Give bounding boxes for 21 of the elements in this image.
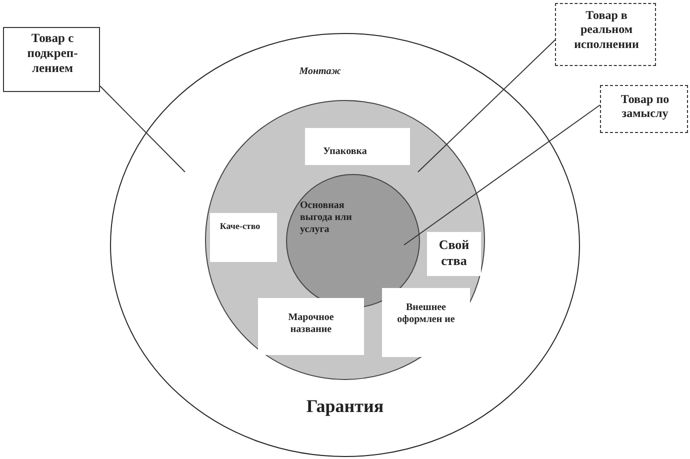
callout-box xyxy=(3,27,100,92)
ring-label: Гарантия xyxy=(305,396,385,418)
callout-text: Товар в реальном исполнении xyxy=(573,8,640,52)
feature-card xyxy=(305,128,410,165)
leader-line xyxy=(100,86,186,172)
leader-line xyxy=(418,40,556,172)
callout-box xyxy=(600,85,688,133)
ring-label: Монтаж xyxy=(298,66,342,78)
callout-text: Товар по замыслу xyxy=(620,92,670,121)
callout-box xyxy=(555,3,656,66)
feature-label: Свой ства xyxy=(438,237,470,268)
middle-ellipse xyxy=(205,100,485,380)
feature-label: Внешнее оформлен ие xyxy=(396,302,456,326)
core-label: Основная выгода или услуга xyxy=(300,200,353,236)
feature-label: Каче-ство xyxy=(218,221,262,232)
feature-label: Упаковка xyxy=(322,146,368,158)
callout-text: Товар с подкреп- лением xyxy=(26,31,79,76)
feature-card xyxy=(258,298,364,355)
feature-card xyxy=(210,213,277,262)
feature-label: Марочное название xyxy=(287,312,335,336)
feature-card xyxy=(427,232,481,276)
